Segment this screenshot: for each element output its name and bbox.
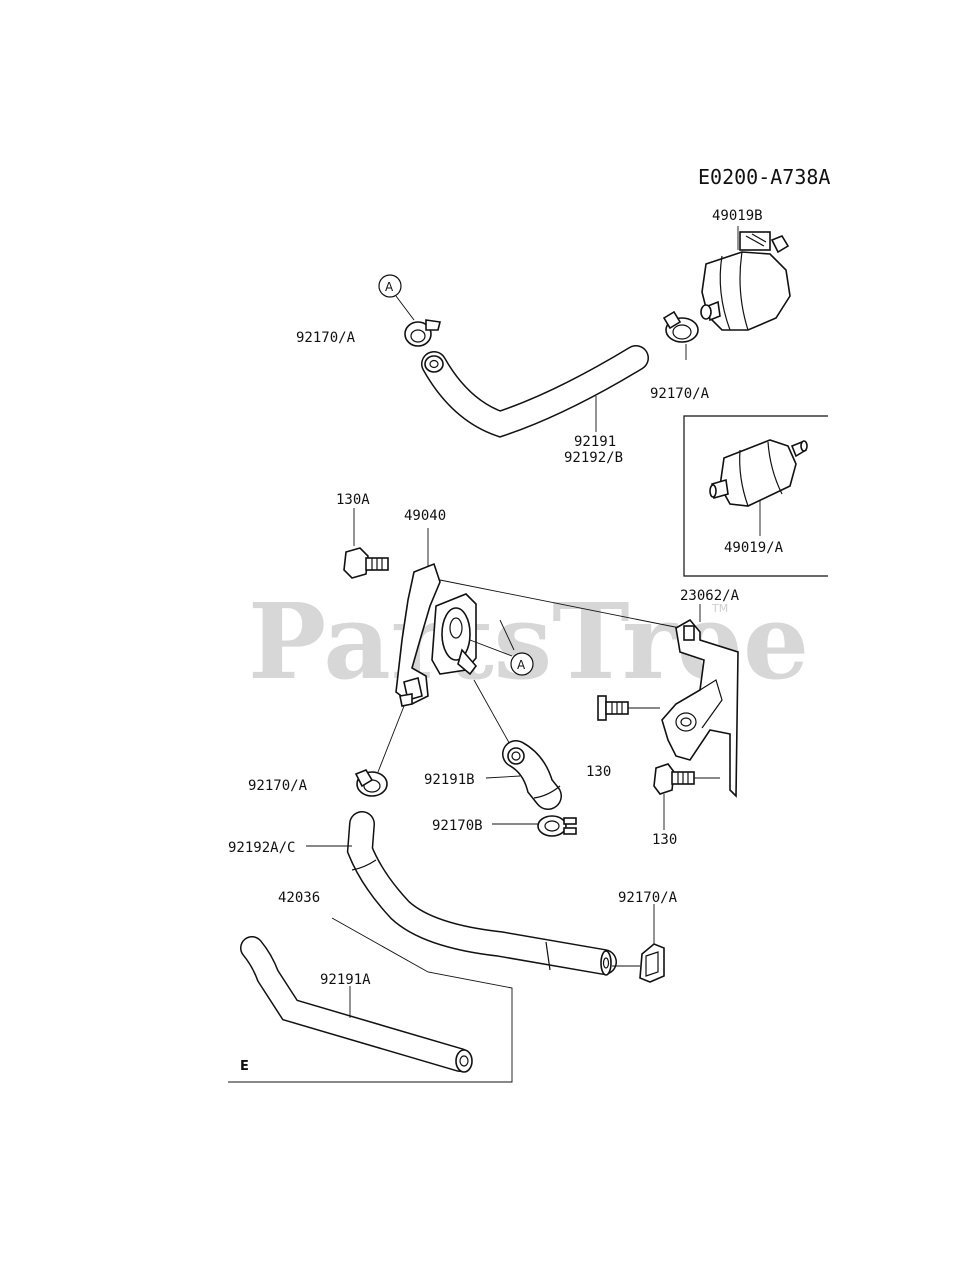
label-130-2: 130 (652, 832, 677, 848)
svg-text:A: A (385, 280, 394, 294)
fuel-hose-92191[interactable] (421, 345, 649, 438)
label-23062A: 23062/A (680, 588, 740, 604)
svg-text:A: A (517, 658, 526, 672)
label-92192AC: 92192A/C (228, 840, 295, 856)
kit-bracket-42036 (228, 917, 513, 1083)
label-92191A: 92191A (320, 972, 371, 988)
hose-clamp-92170A-upper-left[interactable] (404, 319, 441, 347)
diagram-code: E0200-A738A (698, 165, 830, 189)
bolt-130A[interactable] (343, 547, 389, 579)
label-130-1: 130 (586, 764, 611, 780)
label-92170B: 92170B (432, 818, 483, 834)
inset-box (683, 415, 828, 577)
fuel-pump-49040[interactable] (395, 562, 478, 707)
hose-clamp-92170A-upper-right[interactable] (662, 310, 699, 343)
section-letter: E (240, 1059, 249, 1074)
hose-clamp-92170B[interactable] (537, 815, 577, 837)
watermark-tm: TM (711, 602, 728, 615)
fuel-filter-49019A[interactable] (709, 439, 808, 507)
bolt-130-lower[interactable] (653, 763, 695, 795)
label-92170A-1: 92170/A (296, 330, 356, 346)
label-130A: 130A (336, 492, 370, 508)
label-92170A-4: 92170/A (618, 890, 678, 906)
label-92191: 92191 (574, 434, 616, 450)
callout-circle-A-top: A (378, 274, 402, 298)
elbow-hose-92191B[interactable] (502, 740, 562, 810)
hose-clamp-92170A-mid-left[interactable] (354, 769, 388, 797)
callout-circle-A-mid: A (510, 652, 534, 676)
label-42036: 42036 (278, 890, 320, 906)
label-49040: 49040 (404, 508, 446, 524)
hose-clamp-92170A-lower-right[interactable] (639, 943, 665, 983)
label-92170A-2: 92170/A (650, 386, 710, 402)
fuel-hose-92191A[interactable] (240, 936, 473, 1073)
fuel-hose-92192AC[interactable] (346, 811, 617, 976)
label-92191B: 92191B (424, 772, 475, 788)
bolt-130-upper[interactable] (597, 695, 629, 721)
label-92170A-3: 92170/A (248, 778, 308, 794)
bracket-23062A[interactable] (661, 618, 739, 798)
fuel-filter-49019B[interactable] (700, 231, 791, 331)
label-92192B: 92192/B (564, 450, 623, 466)
label-49019B: 49019B (712, 208, 763, 224)
label-49019A: 49019/A (724, 540, 784, 556)
